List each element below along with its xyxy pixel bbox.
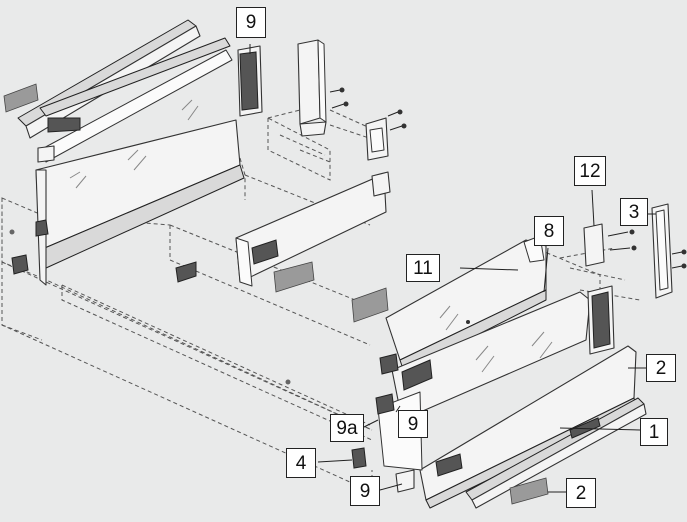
- clip-bracket: [365, 109, 407, 161]
- rear-connector-3: [651, 203, 687, 299]
- callout-1: 1: [640, 418, 668, 446]
- drawer-box-outline: [1, 109, 641, 493]
- callout-9-mid: 9: [398, 410, 428, 438]
- callout-2-right: 2: [646, 354, 676, 382]
- callout-11: 11: [406, 254, 440, 282]
- back-panel: [175, 171, 391, 293]
- callout-3: 3: [620, 198, 648, 226]
- front-fittings: [351, 353, 415, 493]
- callout-9a: 9a: [330, 414, 364, 442]
- runner: [465, 397, 647, 509]
- grey-bracket-center: [351, 287, 389, 323]
- rear-connector-post: [297, 39, 349, 137]
- callout-9-top: 9: [236, 7, 266, 38]
- callout-12: 12: [574, 156, 606, 186]
- callout-leaders: [249, 44, 656, 493]
- grey-bracket-bottom: [509, 477, 549, 505]
- rear-panel-right: [583, 223, 637, 355]
- rear-panel-top: [237, 45, 263, 117]
- left-drawer-side: [11, 19, 245, 286]
- callout-4: 4: [286, 448, 316, 478]
- callout-8: 8: [534, 216, 564, 246]
- callout-2-bottom: 2: [566, 478, 596, 508]
- callout-9-bottom: 9: [350, 476, 380, 506]
- rear-bracket-left: [3, 83, 39, 113]
